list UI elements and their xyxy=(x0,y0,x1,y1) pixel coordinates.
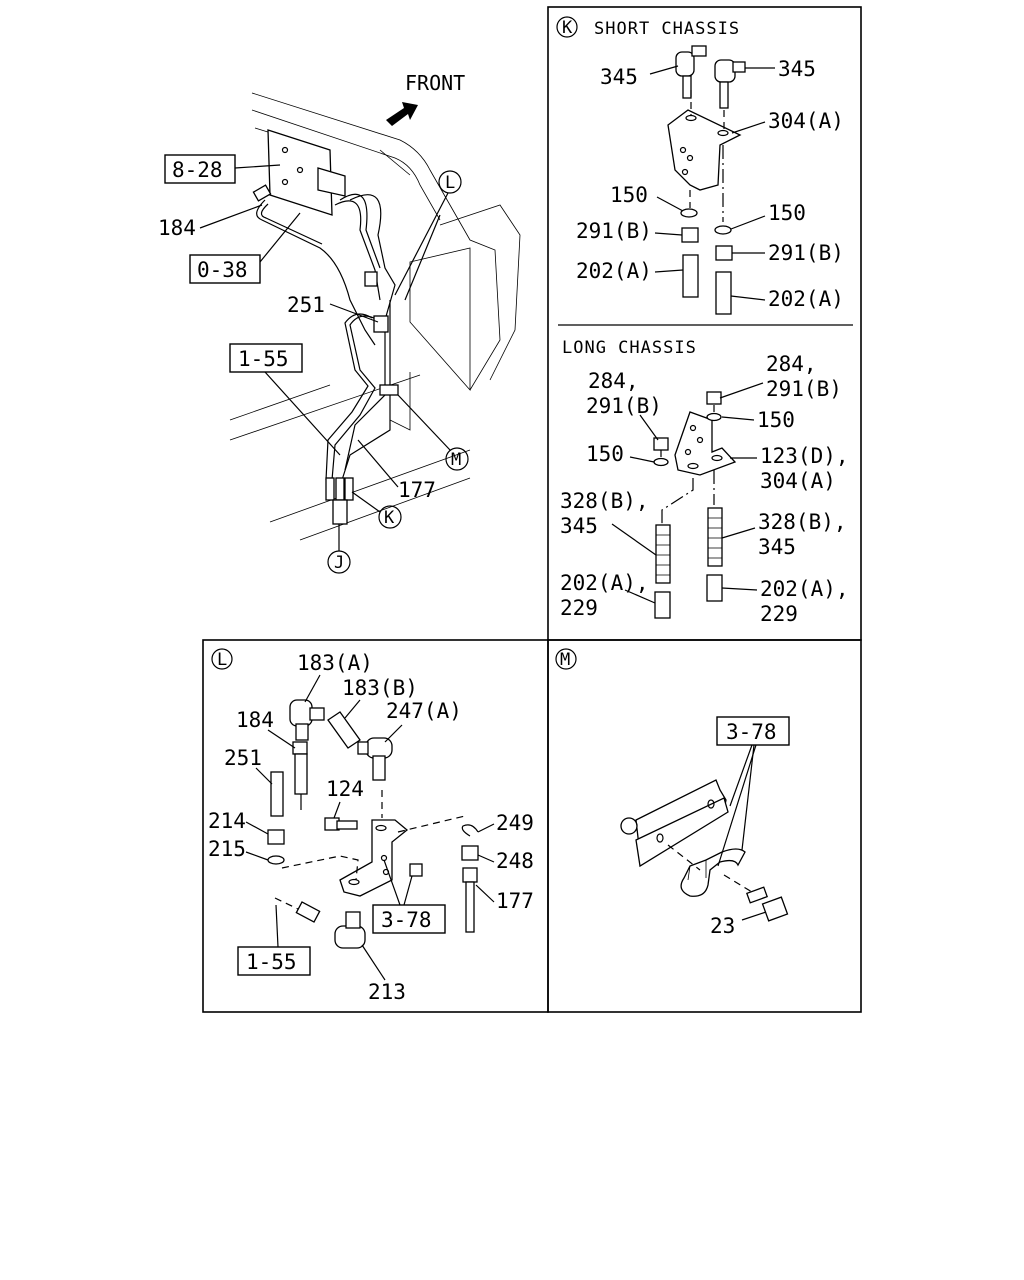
part-177-l: 177 xyxy=(496,889,534,913)
part-251: 251 xyxy=(287,293,325,317)
front-arrow-icon xyxy=(386,102,418,126)
bracket-3-78-l xyxy=(339,819,409,897)
brake-pipes xyxy=(256,193,441,481)
callout-m: M xyxy=(451,450,462,470)
long-chassis-title: LONG CHASSIS xyxy=(562,338,697,358)
short-part-345-left: 345 xyxy=(600,65,638,89)
stud-left xyxy=(655,524,671,584)
ref-0-38: 0-38 xyxy=(197,258,248,282)
short-part-202a-right: 202(A) xyxy=(768,287,844,311)
callout-circle-k xyxy=(378,505,402,529)
short-part-304a: 304(A) xyxy=(768,109,844,133)
long-part-284-right: 284, xyxy=(766,352,817,376)
short-part-150-left: 150 xyxy=(610,183,648,207)
bracket-304a xyxy=(667,109,742,191)
long-part-291b-left: 291(B) xyxy=(586,394,662,418)
ref-box-3-78-m xyxy=(716,716,790,746)
ref-3-78-m: 3-78 xyxy=(726,720,777,744)
short-part-150-right: 150 xyxy=(768,201,806,225)
short-part-202a-left: 202(A) xyxy=(576,259,652,283)
panel-frames xyxy=(202,6,862,1013)
ref-box-3-78-l xyxy=(372,904,446,934)
part-215: 215 xyxy=(208,837,246,861)
ref-box-1-55-l xyxy=(237,946,311,976)
short-part-291b-left: 291(B) xyxy=(576,219,652,243)
long-part-328b-right: 328(B), xyxy=(758,510,847,534)
elbow-fitting-left xyxy=(675,45,707,99)
panel-k-marker: K xyxy=(562,18,573,38)
part-214: 214 xyxy=(208,809,246,833)
elbow-183a xyxy=(289,699,325,741)
front-label: FRONT xyxy=(405,71,465,95)
tee-247a xyxy=(357,737,393,781)
callout-j: J xyxy=(334,553,345,573)
panel-m-marker: M xyxy=(560,650,571,670)
long-part-202a-right: 202(A), xyxy=(760,577,849,601)
part-124: 124 xyxy=(326,777,364,801)
long-part-150-right: 150 xyxy=(757,408,795,432)
callout-circle-l xyxy=(438,170,462,194)
panel-k-long: LONG CHASSIS 284, 291(B) 284, 291(B) 150… xyxy=(560,338,849,626)
ref-1-55-l: 1-55 xyxy=(246,950,297,974)
long-part-123d: 123(D), xyxy=(760,444,849,468)
main-view: FRONT 8-28 0-38 1-55 184 251 177 L M K J xyxy=(158,71,521,574)
part-247a: 247(A) xyxy=(386,699,462,723)
ref-box-1-55 xyxy=(229,343,303,373)
long-part-291b-right: 291(B) xyxy=(766,377,842,401)
long-part-150-left: 150 xyxy=(586,442,624,466)
short-chassis-title: SHORT CHASSIS xyxy=(594,19,740,39)
part-184-l: 184 xyxy=(236,708,274,732)
panel-l: L xyxy=(208,648,534,1004)
valve-block xyxy=(267,129,346,216)
bracket-123d-304a xyxy=(674,411,737,476)
pipe-fittings xyxy=(252,184,399,525)
part-248: 248 xyxy=(496,849,534,873)
pipe-clamp xyxy=(680,848,746,897)
callout-l: L xyxy=(445,173,456,193)
part-249: 249 xyxy=(496,811,534,835)
part-213: 213 xyxy=(368,980,406,1004)
short-part-345-right: 345 xyxy=(778,57,816,81)
callout-k: K xyxy=(384,508,395,528)
ref-3-78-l: 3-78 xyxy=(381,908,432,932)
callout-circle-m xyxy=(445,447,469,471)
part-183b: 183(B) xyxy=(342,676,418,700)
long-part-202a-left: 202(A), xyxy=(560,571,649,595)
frame-outline xyxy=(229,92,521,541)
long-part-304a: 304(A) xyxy=(760,469,836,493)
long-part-345-left: 345 xyxy=(560,514,598,538)
part-23: 23 xyxy=(710,914,735,938)
panel-m: M 3-78 23 xyxy=(555,648,790,938)
short-part-291b-right: 291(B) xyxy=(768,241,844,265)
part-251-l: 251 xyxy=(224,746,262,770)
ref-box-0-38 xyxy=(189,254,261,284)
part-183a: 183(A) xyxy=(297,651,373,675)
elbow-fitting-right xyxy=(714,59,746,109)
long-part-345-right: 345 xyxy=(758,535,796,559)
long-part-229-left: 229 xyxy=(560,596,598,620)
stud-right xyxy=(707,507,723,567)
ref-box-8-28 xyxy=(164,154,236,184)
part-184: 184 xyxy=(158,216,196,240)
long-part-229-right: 229 xyxy=(760,602,798,626)
long-part-284-left: 284, xyxy=(588,369,639,393)
panel-k-short: K SHORT CHASSIS 345 345 xyxy=(556,16,844,315)
panel-l-marker: L xyxy=(217,650,228,670)
ref-8-28: 8-28 xyxy=(172,158,223,182)
ref-1-55: 1-55 xyxy=(238,347,289,371)
part-177: 177 xyxy=(398,478,436,502)
sleeve-183b xyxy=(327,711,361,749)
long-part-328b-left: 328(B), xyxy=(560,489,649,513)
